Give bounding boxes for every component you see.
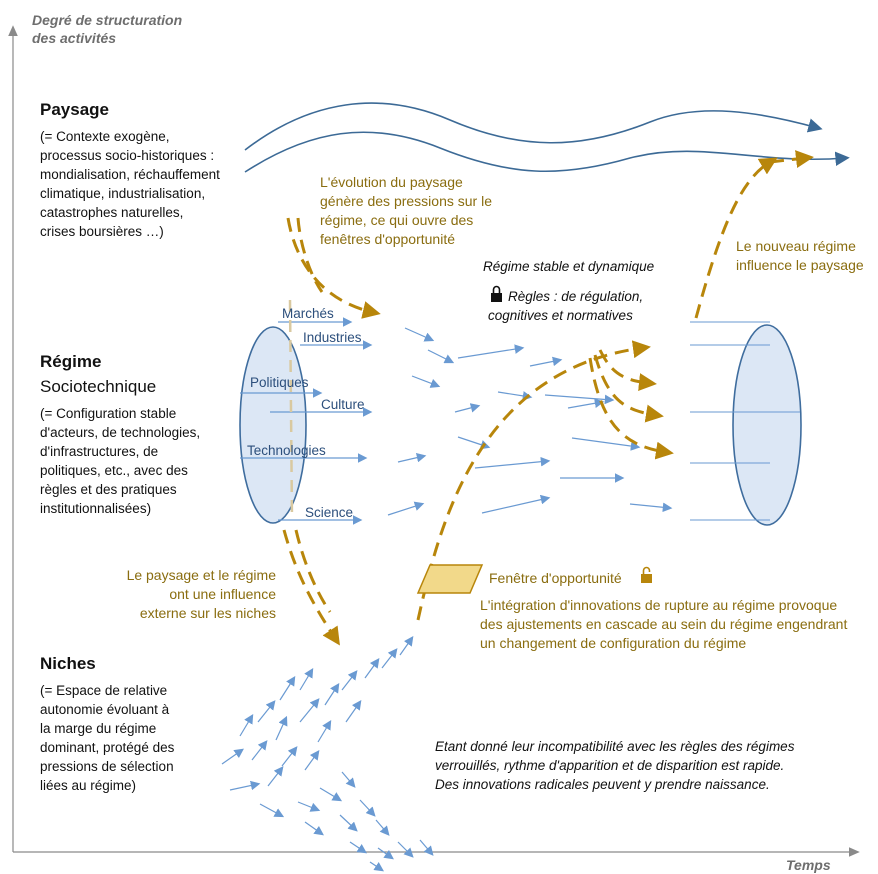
unlock-icon [641, 566, 652, 583]
external-influence-note: Le paysage et le régime ont une influenc… [126, 567, 276, 621]
new-regime-note: Le nouveau régime influence le paysage [736, 238, 864, 273]
landscape-wave-top [244, 102, 823, 151]
gold-faint-path [288, 299, 294, 521]
stable-regime-label: Régime stable et dynamique [483, 259, 655, 274]
regime-ellipse-right [732, 324, 802, 526]
component-marches: Marchés [282, 306, 334, 321]
landscape-pressure-note: L'évolution du paysage génère des pressi… [320, 174, 492, 247]
niche-arrows [221, 636, 434, 872]
component-culture: Culture [321, 397, 365, 412]
paysage-title: Paysage [40, 100, 109, 119]
regime-desc: (= Configuration stable d'acteurs, de te… [40, 406, 201, 516]
y-axis-label: Degré de structuration des activités [32, 12, 183, 46]
window-label: Fenêtre d'opportunité [489, 570, 622, 586]
regime-arrows [387, 327, 673, 516]
regime-title: Régime [40, 352, 102, 371]
x-axis-label: Temps [786, 857, 831, 873]
opportunity-window [416, 564, 484, 594]
lock-icon [491, 285, 502, 302]
component-politiques: Politiques [250, 375, 309, 390]
right-regime-lines [690, 321, 800, 521]
landscape-wave-bottom [244, 131, 850, 173]
paysage-desc: (= Contexte exogène, processus socio-his… [40, 129, 220, 239]
regime-ellipse-left [239, 326, 307, 524]
component-industries: Industries [303, 330, 362, 345]
regime-subtitle: Sociotechnique [40, 377, 157, 396]
niches-desc: (= Espace de relative autonomie évoluant… [40, 683, 175, 793]
component-science: Science [305, 505, 354, 520]
niches-title: Niches [40, 654, 96, 673]
niche-note: Etant donné leur incompatibilité avec le… [435, 739, 795, 792]
integration-note: L'intégration d'innovations de rupture a… [480, 597, 848, 651]
rules-label: Règles : de régulation, cognitives et no… [488, 289, 644, 323]
component-technologies: Technologies [247, 443, 326, 458]
